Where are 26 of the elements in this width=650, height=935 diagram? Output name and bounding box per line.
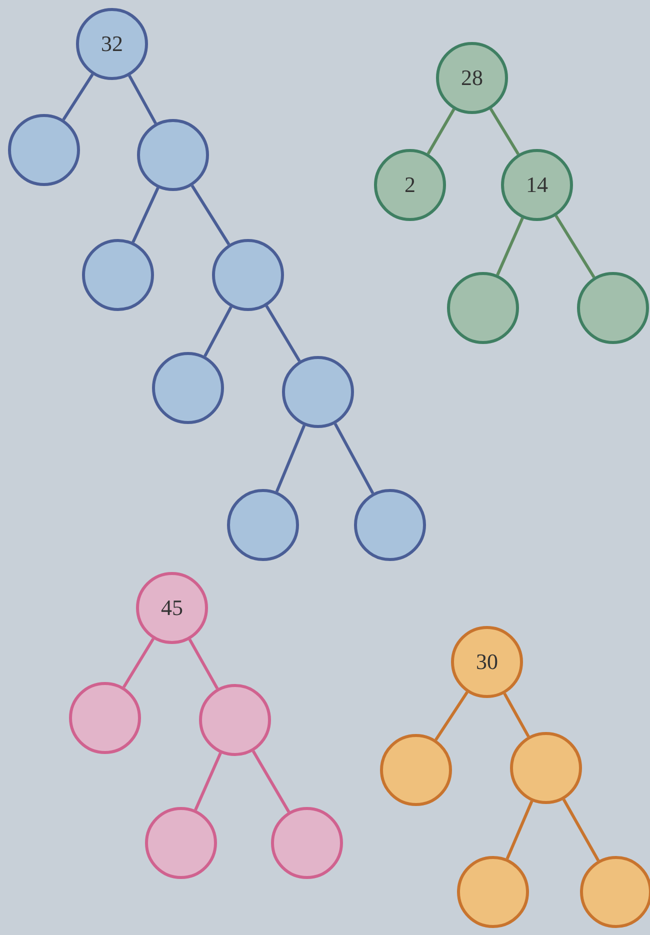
connector-line <box>265 305 301 362</box>
connector-line <box>204 306 232 357</box>
connector-line <box>275 424 306 492</box>
connector-line <box>334 422 374 494</box>
connector-line <box>194 752 222 811</box>
connector-line <box>434 691 468 741</box>
connector-line <box>562 798 600 862</box>
connector-line <box>489 108 520 156</box>
number-label: 14 <box>526 172 548 198</box>
number-label: 32 <box>101 31 123 57</box>
connector-line <box>503 692 530 738</box>
connector-line <box>62 74 94 120</box>
number-label: 30 <box>476 649 498 675</box>
connector-line <box>426 108 456 155</box>
connector-line <box>506 800 534 860</box>
connector-line <box>188 638 219 690</box>
connector-line <box>496 217 524 276</box>
connector-line <box>132 187 160 243</box>
number-label: 45 <box>161 595 183 621</box>
connector-line <box>128 74 157 124</box>
connector-line <box>554 214 596 278</box>
connector-line <box>190 184 230 246</box>
number-label: 2 <box>404 172 416 198</box>
number-label: 28 <box>461 65 483 91</box>
connector-line <box>252 750 290 813</box>
connector-line <box>122 638 155 688</box>
